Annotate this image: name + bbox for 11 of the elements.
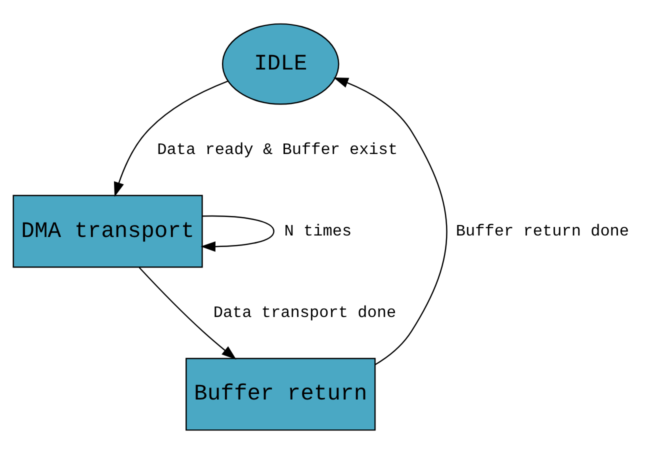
edge-label: Data ready & Buffer exist	[157, 141, 398, 160]
edge-label: N times	[284, 222, 352, 241]
node-box: Buffer return	[186, 358, 376, 431]
edge-label: Buffer return done	[456, 222, 630, 241]
arrow	[200, 215, 274, 252]
node-ellipse: IDLE	[222, 23, 340, 105]
arrow	[333, 78, 448, 366]
edge-label: Data transport done	[213, 304, 396, 322]
arrow	[114, 80, 228, 197]
node-box: DMA transport	[12, 194, 203, 268]
arrow	[138, 267, 236, 360]
